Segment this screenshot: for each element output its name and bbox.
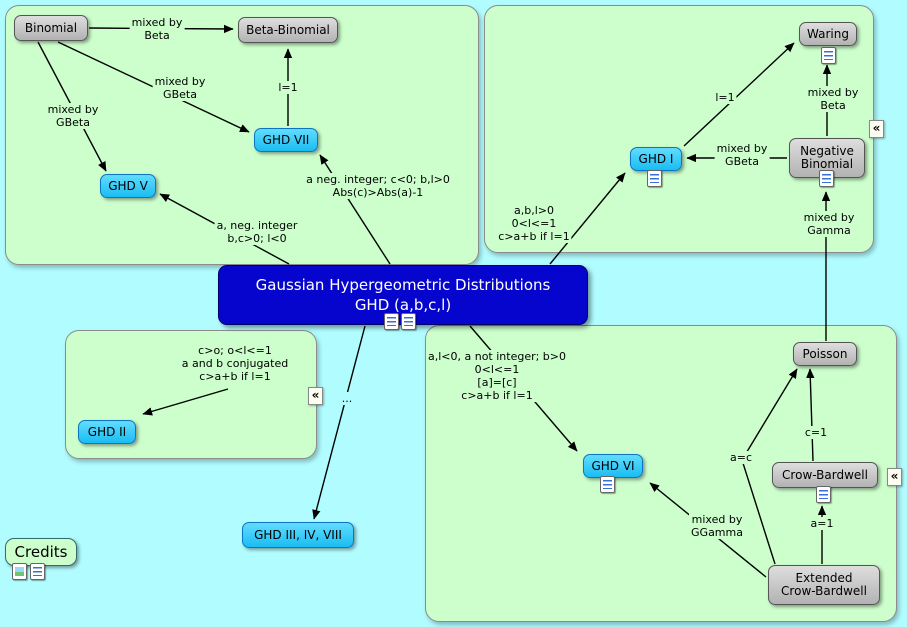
credits-node[interactable]: Credits — [5, 538, 77, 566]
linking-phrase-cond-ghd7: a neg. integer; c<0; b,l>0 Abs(c)>Abs(a)… — [304, 173, 452, 199]
concept-ghd-vi[interactable]: GHD VI — [583, 454, 643, 478]
linking-phrase-a-equals-1: a=1 — [808, 517, 836, 530]
concept-ghd-iii-iv-viii[interactable]: GHD III, IV, VIII — [242, 522, 354, 548]
linking-phrase-cond-ghd1: a,b,l>0 0<l<=1 c>a+b if l=1 — [496, 204, 572, 243]
concept-beta-binomial[interactable]: Beta-Binomial — [238, 17, 338, 43]
image-resource-icon-credits[interactable] — [12, 563, 27, 580]
linking-phrase-cond-ghd6: a,l<0, a not integer; b>0 0<l<=1 [a]=[c]… — [425, 350, 569, 402]
linking-phrase-a-equals-c: a=c — [727, 451, 755, 464]
concept-ghd-ii[interactable]: GHD II — [78, 420, 136, 444]
resource-icon-credits[interactable] — [30, 563, 45, 580]
concept-ghd-vii[interactable]: GHD VII — [254, 128, 318, 152]
concept-extended-crow-bardwell[interactable]: Extended Crow-Bardwell — [768, 565, 880, 605]
linking-phrase-mixed-by-gbeta: mixed by GBeta — [714, 142, 770, 168]
resource-icon-ghd-i[interactable] — [647, 170, 662, 187]
more-content-marker[interactable]: « — [308, 387, 323, 405]
concept-ghd-i[interactable]: GHD I — [630, 147, 682, 171]
linking-phrase-ellipsis: ... — [339, 392, 355, 405]
linking-phrase-mixed-by-ggamma: mixed by GGamma — [689, 513, 745, 539]
more-content-marker[interactable]: « — [887, 468, 902, 486]
resource-icon-crow-bardwell[interactable] — [816, 486, 831, 503]
resource-icon-waring[interactable] — [821, 47, 836, 64]
linking-phrase-mixed-by-gbeta: mixed by GBeta — [152, 75, 208, 101]
linking-phrase-cond-ghd2: c>o; o<l<=1 a and b conjugated c>a+b if … — [179, 344, 291, 383]
resource-icon-negative-binomial[interactable] — [819, 170, 834, 187]
linking-phrase-cond-ghd5: a, neg. integer b,c>0; l<0 — [214, 219, 300, 245]
linking-phrase-l-equals-1: l=1 — [713, 91, 737, 104]
concept-waring[interactable]: Waring — [799, 22, 857, 46]
linking-phrase-mixed-by-beta: mixed by Beta — [129, 16, 185, 42]
linking-phrase-c-equals-1: c=1 — [802, 426, 830, 439]
linking-phrase-l-equals-1: l=1 — [276, 81, 300, 94]
concept-binomial[interactable]: Binomial — [14, 15, 88, 41]
more-content-marker[interactable]: « — [869, 120, 884, 138]
link-central-ghd348 — [312, 325, 366, 520]
concept-poisson[interactable]: Poisson — [793, 342, 857, 366]
concept-ghd-v[interactable]: GHD V — [100, 174, 156, 198]
concept-crow-bardwell[interactable]: Crow-Bardwell — [772, 462, 878, 488]
resource-icon-central-2[interactable] — [401, 313, 416, 330]
linking-phrase-mixed-by-gbeta: mixed by GBeta — [45, 103, 101, 129]
linking-phrase-mixed-by-beta: mixed by Beta — [805, 86, 861, 112]
resource-icon-ghd-vi[interactable] — [600, 476, 615, 493]
resource-icon-central-1[interactable] — [384, 313, 399, 330]
linking-phrase-mixed-by-gamma: mixed by Gamma — [801, 211, 857, 237]
